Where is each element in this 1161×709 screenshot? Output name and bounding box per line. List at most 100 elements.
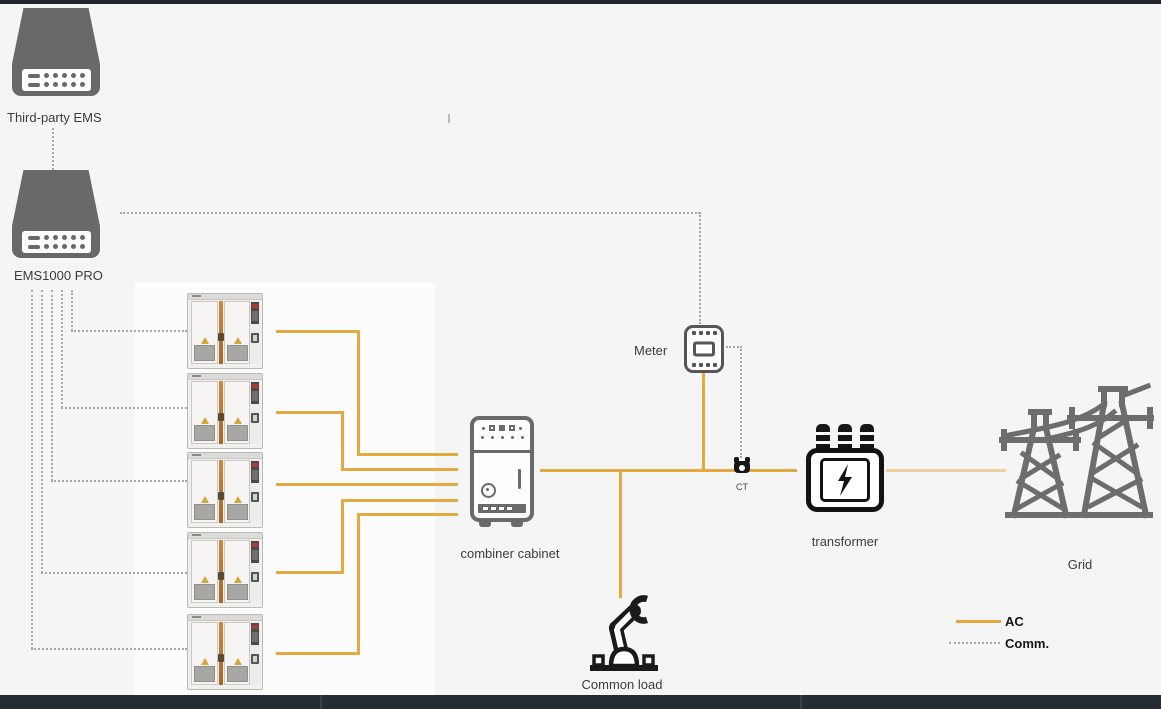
- vent-grille: [227, 425, 248, 441]
- ac-line: [357, 513, 458, 516]
- transformer-label: transformer: [811, 534, 879, 549]
- cabinet-left-door: [191, 540, 218, 603]
- combiner-foot: [479, 520, 491, 527]
- combiner-divider: [474, 450, 530, 453]
- warning-icon: [200, 337, 209, 344]
- display-screen: [251, 654, 259, 664]
- meter-display: [693, 341, 715, 357]
- warning-icon: [233, 417, 242, 424]
- ems1000-pro-icon: [12, 170, 100, 258]
- ems-port-panel: [21, 69, 91, 91]
- combiner-base-plate: [478, 504, 526, 513]
- cabinet-left-door: [191, 460, 218, 523]
- transformer-bushing: [838, 424, 852, 452]
- third-party-ems-icon: [12, 8, 100, 96]
- ems-chassis-bottom: [12, 226, 100, 258]
- vent-grille: [227, 584, 248, 600]
- third-party-ems-label: Third-party EMS: [7, 110, 102, 125]
- common-load-label: Common load: [581, 677, 663, 692]
- comm-line: [71, 330, 187, 332]
- warning-icon: [233, 576, 242, 583]
- comm-line: [51, 480, 187, 482]
- comm-line: [51, 290, 53, 481]
- taskbar-separator: [800, 695, 802, 709]
- transformer-inner-frame: [820, 458, 870, 502]
- vent-grille: [194, 425, 215, 441]
- cabinet-left-door: [191, 381, 218, 444]
- ac-line: [276, 652, 360, 655]
- battery-cabinet: [187, 614, 263, 690]
- display-screen: [251, 413, 259, 423]
- ac-line: [341, 411, 344, 471]
- vent-grille: [227, 345, 248, 361]
- cabinet-control-column: [249, 381, 260, 444]
- cabinet-right-door: [224, 301, 251, 364]
- cabinet-control-column: [249, 460, 260, 523]
- lightning-bolt-icon: [838, 464, 852, 496]
- comm-line: [31, 648, 187, 650]
- ems-chassis-bottom: [12, 64, 100, 96]
- cabinet-center-stripe: [218, 540, 224, 603]
- battery-cabinet: [187, 532, 263, 608]
- display-screen: [251, 492, 259, 502]
- transformer-body: [806, 448, 884, 512]
- vent-grille: [194, 345, 215, 361]
- battery-cabinet: [187, 452, 263, 528]
- comm-line: [120, 212, 700, 214]
- meter-terminals-top: [687, 331, 721, 335]
- combiner-cabinet-icon: [470, 416, 534, 522]
- ct-label: CT: [736, 482, 748, 492]
- cabinet-top-bar: [188, 294, 262, 300]
- legend-comm-swatch: [949, 642, 1000, 644]
- ems-chassis-top: [12, 8, 100, 64]
- vent-grille: [194, 504, 215, 520]
- warning-icon: [233, 496, 242, 503]
- cabinet-center-stripe: [218, 301, 224, 364]
- comm-line: [71, 290, 73, 331]
- cabinet-top-bar: [188, 615, 262, 621]
- cabinet-control-column: [249, 622, 260, 685]
- ac-line: [341, 499, 344, 574]
- transformer-bushing: [860, 424, 874, 452]
- comm-line: [61, 290, 63, 408]
- warning-icon: [200, 658, 209, 665]
- ac-line: [357, 453, 458, 456]
- vent-grille: [227, 666, 248, 682]
- vent-grille: [194, 584, 215, 600]
- breaker-panel: [251, 382, 259, 404]
- cabinet-right-door: [224, 381, 251, 444]
- warning-icon: [233, 658, 242, 665]
- comm-line: [61, 407, 187, 409]
- comm-line: [726, 346, 742, 348]
- cabinet-right-door: [224, 540, 251, 603]
- cabinet-top-bar: [188, 453, 262, 459]
- combiner-lock-knob: [481, 483, 496, 498]
- vent-grille: [194, 666, 215, 682]
- ct-hole: [739, 465, 745, 471]
- combiner-foot: [511, 520, 523, 527]
- combiner-indicator-panel: [478, 425, 526, 439]
- ct-icon: [733, 457, 751, 473]
- ac-line: [276, 330, 360, 333]
- ac-line: [276, 483, 458, 486]
- transformer-icon: [806, 424, 884, 512]
- warning-icon: [200, 417, 209, 424]
- comm-line: [740, 346, 742, 458]
- battery-area-background: [135, 282, 435, 695]
- legend-comm-label: Comm.: [1005, 636, 1050, 651]
- taskbar-separator: [320, 695, 322, 709]
- ac-line: [276, 571, 344, 574]
- breaker-panel: [251, 541, 259, 563]
- ems-chassis-top: [12, 170, 100, 226]
- ems1000-pro-label: EMS1000 PRO: [14, 268, 103, 283]
- vent-grille: [227, 504, 248, 520]
- cabinet-left-door: [191, 622, 218, 685]
- ac-line-to-meter: [702, 373, 705, 470]
- bottom-taskbar: [0, 695, 1161, 709]
- legend-ac-swatch: [956, 620, 1001, 623]
- ac-line: [357, 513, 360, 655]
- warning-icon: [200, 496, 209, 503]
- warning-icon: [200, 576, 209, 583]
- meter-terminals-bottom: [687, 363, 721, 367]
